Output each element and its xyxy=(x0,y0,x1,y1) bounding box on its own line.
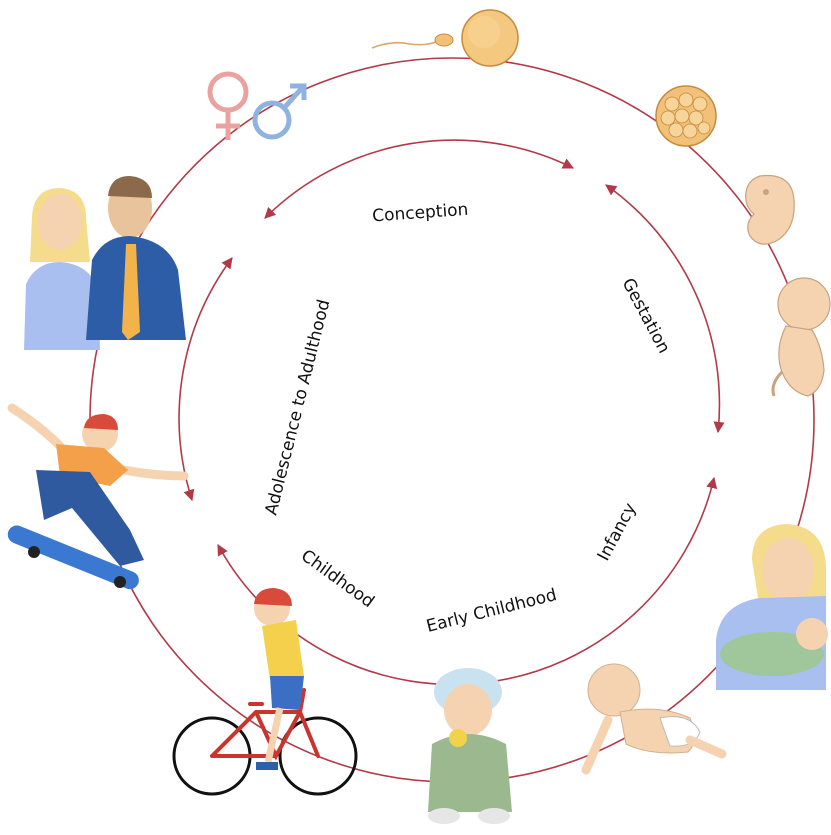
adult-couple-icon xyxy=(24,176,186,350)
stage-label-conception: Conception xyxy=(372,200,469,227)
stage-label-gestation: Gestation xyxy=(618,275,674,357)
arc-conception xyxy=(264,139,575,219)
teen-skateboarder-icon xyxy=(7,403,189,590)
stage-label-childhood: Childhood xyxy=(297,546,378,612)
child-on-bicycle-icon xyxy=(172,588,358,796)
embryo-icon xyxy=(745,174,795,245)
female-symbol-icon xyxy=(207,71,249,140)
sperm-and-egg-icon xyxy=(371,9,519,67)
stage-label-adolescence-adulthood: Adolescence to Adulthood xyxy=(261,297,334,517)
arc-adolescence xyxy=(178,257,233,502)
cell-division-icon xyxy=(655,85,717,147)
stage-label-infancy: Infancy xyxy=(594,500,641,564)
crawling-baby-icon xyxy=(581,663,727,775)
arc-gestation xyxy=(605,184,725,434)
sitting-toddler-icon xyxy=(428,668,512,824)
stage-label-early-childhood: Early Childhood xyxy=(424,585,558,637)
fetus-icon xyxy=(771,277,831,397)
male-symbol-icon xyxy=(252,83,307,140)
mother-holding-infant-icon xyxy=(716,524,828,690)
